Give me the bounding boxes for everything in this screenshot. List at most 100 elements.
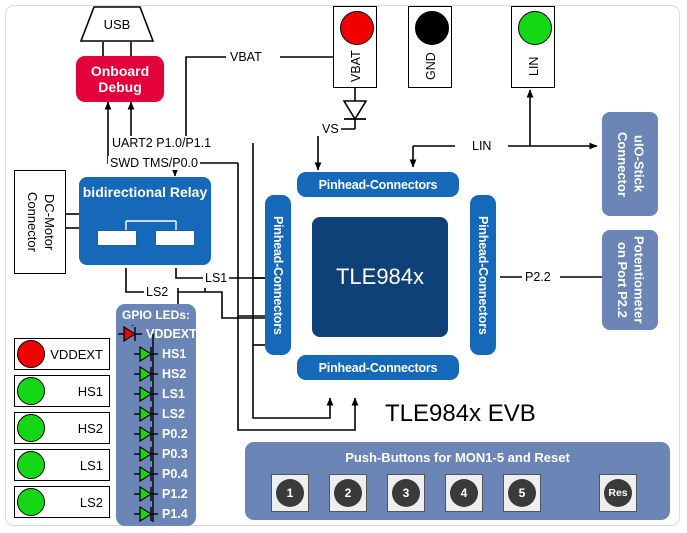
gpio-leds-panel: GPIO LEDs: VDDEXT HS1 xyxy=(116,304,197,526)
gpio-bus-line xyxy=(152,334,154,522)
push-button-reset-label: Res xyxy=(604,479,632,507)
vbat-led-icon xyxy=(340,11,374,45)
usb-connector-shape xyxy=(80,6,154,42)
pinhead-connector-right[interactable]: Pinhead-Connectors xyxy=(470,195,496,355)
label-vs: VS xyxy=(320,122,341,136)
push-button-panel-title: Push-Buttons for MON1-5 and Reset xyxy=(345,450,570,465)
led-row-vddext-label: VDDEXT xyxy=(50,346,103,362)
gpio-label-p04: P0.4 xyxy=(162,467,188,481)
label-lin: LIN xyxy=(470,139,494,153)
push-button-mon4[interactable]: 4 xyxy=(445,474,483,512)
gpio-item-p12: P1.2 xyxy=(134,484,188,504)
push-button-mon3[interactable]: 3 xyxy=(387,474,425,512)
gpio-label-p02: P0.2 xyxy=(162,427,188,441)
led-diode-icon xyxy=(134,385,158,403)
onboard-debug-line2: Debug xyxy=(98,79,142,95)
label-swd: SWD TMS/P0.0 xyxy=(108,156,200,170)
gpio-item-ls2: LS2 xyxy=(134,404,185,424)
push-button-mon3-label: 3 xyxy=(392,479,420,507)
uio-stick-connector: uIO-Stick Connector xyxy=(602,112,658,216)
gpio-item-ls1: LS1 xyxy=(134,384,185,404)
vddext-led-icon xyxy=(17,340,45,368)
led-diode-icon xyxy=(134,485,158,503)
lin-led-icon xyxy=(518,11,552,45)
pinhead-connector-left[interactable]: Pinhead-Connectors xyxy=(265,195,291,355)
push-button-mon4-label: 4 xyxy=(450,479,478,507)
gnd-led-icon xyxy=(415,11,449,45)
ls1-led-icon xyxy=(17,451,45,479)
gpio-item-hs2: HS2 xyxy=(134,364,186,384)
usb-label: USB xyxy=(103,16,131,32)
gpio-item-p02: P0.2 xyxy=(134,424,188,444)
top-led-lin: LIN xyxy=(511,6,555,88)
uio-line2: Connector xyxy=(615,131,630,197)
tle984x-chip: TLE984x xyxy=(312,217,448,337)
top-led-vbat-label: VBAT xyxy=(349,50,363,82)
gpio-item-vddext: VDDEXT xyxy=(118,324,197,344)
led-row-hs1-label: HS1 xyxy=(77,383,103,399)
potentiometer-block: Potentiometer on Port P2.2 xyxy=(602,230,658,330)
led-row-hs2: HS2 xyxy=(14,412,110,444)
led-row-ls2: LS2 xyxy=(14,486,110,518)
pinhead-connector-bottom[interactable]: Pinhead-Connectors xyxy=(297,355,459,380)
gpio-item-p14: P1.4 xyxy=(134,504,188,524)
label-uart2: UART2 P1.0/P1.1 xyxy=(110,136,214,150)
push-button-reset[interactable]: Res xyxy=(599,474,637,512)
relay-internal-wiring xyxy=(125,220,177,230)
ls2-led-icon xyxy=(17,488,45,516)
pinhead-connector-top[interactable]: Pinhead-Connectors xyxy=(297,172,459,197)
led-row-ls2-label: LS2 xyxy=(79,494,103,510)
led-diode-icon xyxy=(134,405,158,423)
led-diode-icon xyxy=(134,505,158,523)
push-button-mon1[interactable]: 1 xyxy=(271,474,309,512)
label-ls2: LS2 xyxy=(144,285,171,299)
gpio-label-ls2: LS2 xyxy=(162,407,185,421)
top-led-gnd: GND xyxy=(408,6,452,88)
dc-motor-connector: DC-Motor Connector xyxy=(14,170,66,274)
hs1-led-icon xyxy=(17,377,45,405)
push-button-mon5-label: 5 xyxy=(508,479,536,507)
dc-motor-line1: DC-Motor xyxy=(41,193,57,251)
gpio-leds-title: GPIO LEDs: xyxy=(121,308,190,322)
gpio-label-ls1: LS1 xyxy=(162,387,185,401)
led-diode-icon xyxy=(134,445,158,463)
led-row-hs2-label: HS2 xyxy=(77,420,103,436)
led-diode-icon xyxy=(134,425,158,443)
led-diode-icon xyxy=(134,345,158,363)
gpio-label-vddext: VDDEXT xyxy=(146,327,197,341)
relay-contact-right xyxy=(155,230,195,246)
onboard-debug-block: Onboard Debug xyxy=(76,56,164,102)
top-led-lin-label: LIN xyxy=(527,56,541,76)
led-row-ls1: LS1 xyxy=(14,449,110,481)
gpio-item-p03: P0.3 xyxy=(134,444,188,464)
uio-line1: uIO-Stick xyxy=(631,135,647,193)
gpio-label-p03: P0.3 xyxy=(162,447,188,461)
led-row-hs1: HS1 xyxy=(14,375,110,407)
label-vbat: VBAT xyxy=(228,50,264,64)
evb-title: TLE984x EVB xyxy=(385,400,536,427)
dc-motor-line2: Connector xyxy=(25,192,40,252)
led-diode-icon xyxy=(134,365,158,383)
gpio-item-p04: P0.4 xyxy=(134,464,188,484)
push-button-mon2[interactable]: 2 xyxy=(329,474,367,512)
push-button-mon2-label: 2 xyxy=(334,479,362,507)
gpio-label-p12: P1.2 xyxy=(162,487,188,501)
led-row-ls1-label: LS1 xyxy=(79,457,103,473)
push-button-panel: Push-Buttons for MON1-5 and Reset 1 2 3 … xyxy=(245,442,670,520)
gpio-item-hs1: HS1 xyxy=(134,344,186,364)
onboard-debug-line1: Onboard xyxy=(90,62,150,79)
top-led-vbat: VBAT xyxy=(333,6,377,88)
label-p22: P2.2 xyxy=(523,270,553,284)
led-row-vddext: VDDEXT xyxy=(14,338,110,370)
push-button-mon5[interactable]: 5 xyxy=(503,474,541,512)
pot-line2: on Port P2.2 xyxy=(615,242,630,318)
label-ls1: LS1 xyxy=(203,271,230,285)
relay-contact-left xyxy=(97,230,137,246)
led-diode-icon xyxy=(118,325,142,343)
gpio-label-p14: P1.4 xyxy=(162,507,188,521)
hs2-led-icon xyxy=(17,414,45,442)
push-button-mon1-label: 1 xyxy=(276,479,304,507)
gpio-label-hs1: HS1 xyxy=(162,347,187,361)
pot-line1: Potentiometer xyxy=(631,236,647,324)
top-led-gnd-label: GND xyxy=(424,52,438,80)
